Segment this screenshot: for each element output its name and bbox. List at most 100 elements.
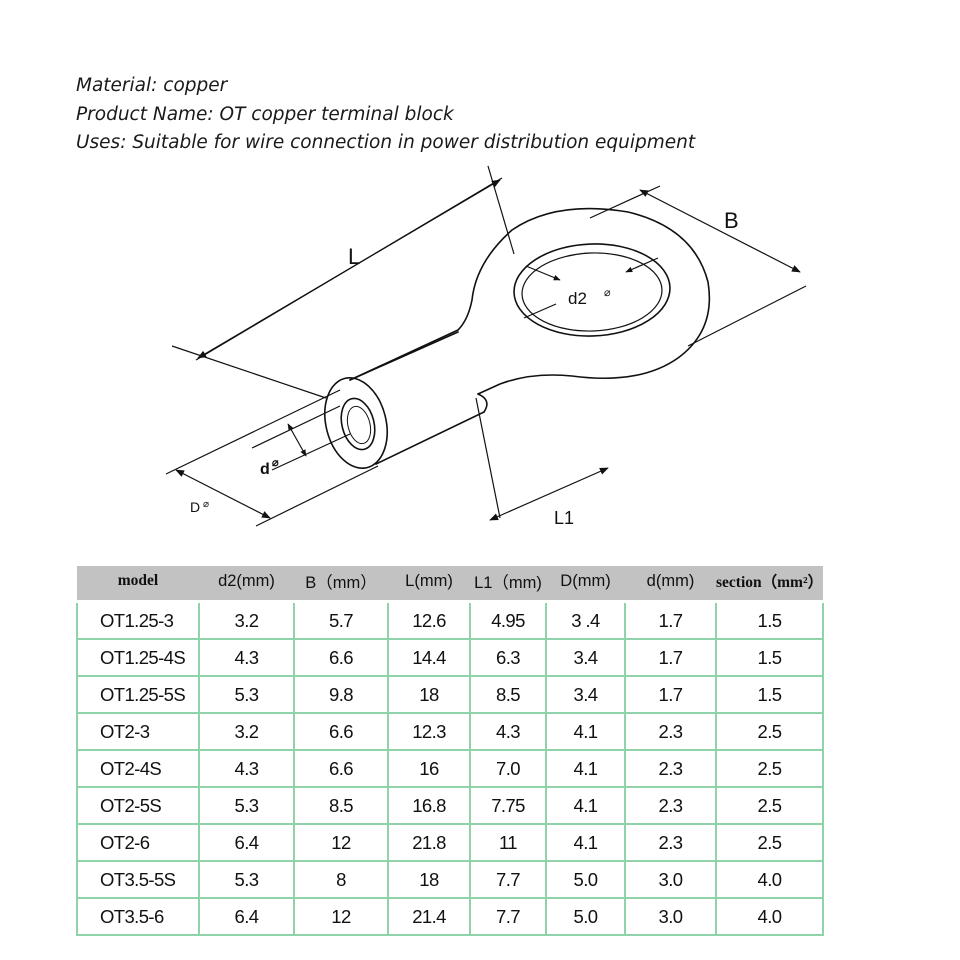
label-d2: d2: [568, 289, 587, 308]
cell-section: 1.5: [716, 603, 824, 640]
cell-d-outer: 5.0: [546, 898, 626, 936]
cell-b: 5.7: [294, 603, 389, 640]
cell-d-outer: 3.4: [546, 639, 626, 677]
cell-d-inner: 2.3: [625, 787, 717, 825]
cell-d-inner: 2.3: [625, 824, 717, 862]
cell-d-inner: 2.3: [625, 713, 717, 751]
cell-d-inner: 1.7: [625, 639, 717, 677]
cell-d-outer: 3.4: [546, 676, 626, 714]
cell-l1: 7.0: [470, 750, 547, 788]
cell-section: 4.0: [716, 861, 824, 899]
cell-l1: 7.7: [470, 861, 547, 899]
terminal-dimension-drawing: L B d2 ⌀ d ⌀ D ⌀ L1: [165, 165, 807, 528]
product-info: Material: copper Product Name: OT copper…: [76, 72, 695, 158]
diameter-symbol-d2: ⌀: [604, 287, 611, 299]
spec-table: model d2(mm) B（mm） L(mm) L1（mm) D(mm) d(…: [76, 566, 824, 936]
cell-d2: 6.4: [199, 898, 295, 936]
table-header-row: model d2(mm) B（mm） L(mm) L1（mm) D(mm) d(…: [77, 566, 823, 600]
cell-model: OT2-5S: [76, 787, 200, 825]
label-d: d: [260, 461, 270, 478]
cell-model: OT2-6: [76, 824, 200, 862]
cell-d2: 3.2: [199, 713, 295, 751]
cell-l1: 4.3: [470, 713, 547, 751]
column-header-l: L(mm): [388, 566, 470, 600]
cell-l1: 7.75: [470, 787, 547, 825]
cell-model: OT2-3: [76, 713, 200, 751]
cell-l: 18: [388, 861, 471, 899]
cell-d-outer: 4.1: [546, 787, 626, 825]
cell-d-inner: 1.7: [625, 676, 717, 714]
cell-l1: 4.95: [470, 603, 547, 640]
label-L: L: [348, 244, 360, 269]
column-header-section: section（mm²）: [716, 566, 823, 600]
cell-section: 2.5: [716, 787, 824, 825]
cell-d2: 6.4: [199, 824, 295, 862]
cell-section: 2.5: [716, 713, 824, 751]
cell-l: 12.6: [388, 603, 471, 640]
cell-l1: 6.3: [470, 639, 547, 677]
cell-d-outer: 3 .4: [546, 603, 626, 640]
cell-l: 16: [388, 750, 471, 788]
column-header-b: B（mm）: [294, 566, 388, 600]
column-header-d-inner: d(mm): [625, 566, 716, 600]
cell-section: 4.0: [716, 898, 824, 936]
label-L1: L1: [554, 508, 574, 528]
cell-model: OT1.25-4S: [76, 639, 200, 677]
cell-d2: 5.3: [199, 861, 295, 899]
cell-b: 12: [294, 898, 389, 936]
cell-d2: 4.3: [199, 750, 295, 788]
column-header-l1: L1（mm): [470, 566, 546, 600]
cell-d2: 5.3: [199, 676, 295, 714]
cell-l: 21.8: [388, 824, 471, 862]
cell-d-outer: 4.1: [546, 824, 626, 862]
label-D: D: [190, 499, 200, 515]
cell-d-inner: 3.0: [625, 898, 717, 936]
cell-b: 6.6: [294, 750, 389, 788]
uses-line: Uses: Suitable for wire connection in po…: [76, 132, 696, 153]
column-header-model: model: [77, 566, 199, 600]
cell-model: OT1.25-5S: [76, 676, 200, 714]
cell-d-inner: 1.7: [625, 603, 717, 640]
column-header-d2: d2(mm): [199, 566, 294, 600]
diameter-symbol-d: ⌀: [272, 457, 279, 469]
dimension-lines: [165, 165, 807, 527]
product-name-line: Product Name: OT copper terminal block: [76, 103, 454, 125]
cell-d-outer: 4.1: [546, 713, 626, 751]
cell-d2: 3.2: [199, 603, 295, 640]
cell-b: 8: [294, 861, 389, 899]
cell-section: 2.5: [716, 750, 824, 788]
cell-l: 21.4: [388, 898, 471, 936]
cell-d2: 4.3: [199, 639, 295, 677]
cell-l: 16.8: [388, 787, 471, 825]
cell-section: 2.5: [716, 824, 824, 862]
cell-model: OT2-4S: [76, 750, 200, 788]
cell-b: 12: [294, 824, 389, 862]
cell-b: 8.5: [294, 787, 389, 825]
cell-d-outer: 5.0: [546, 861, 626, 899]
column-header-d-outer: D(mm): [546, 566, 625, 600]
cell-l: 12.3: [388, 713, 471, 751]
cell-l: 18: [388, 676, 471, 714]
diameter-symbol-D: ⌀: [203, 499, 209, 510]
cell-section: 1.5: [716, 639, 824, 677]
cell-b: 9.8: [294, 676, 389, 714]
cell-l1: 7.7: [470, 898, 547, 936]
cell-l1: 8.5: [470, 676, 547, 714]
cell-model: OT1.25-3: [76, 603, 200, 640]
cell-d-outer: 4.1: [546, 750, 626, 788]
cell-d-inner: 3.0: [625, 861, 717, 899]
cell-model: OT3.5-6: [76, 898, 200, 936]
cell-model: OT3.5-5S: [76, 861, 200, 899]
label-B: B: [724, 208, 739, 233]
cell-d2: 5.3: [199, 787, 295, 825]
